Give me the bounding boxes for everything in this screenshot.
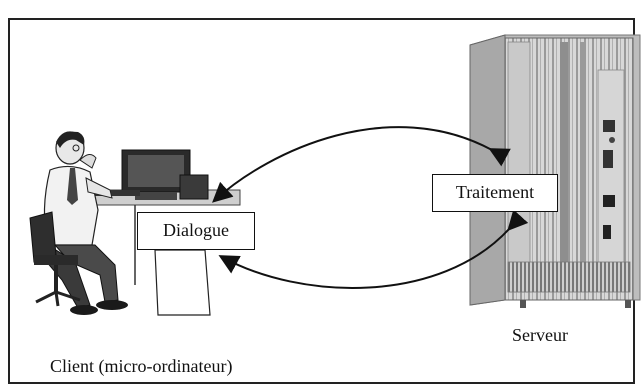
lower-arrow: [218, 209, 529, 289]
dialogue-label: Dialogue: [137, 212, 255, 250]
server-caption: Serveur: [512, 325, 568, 345]
traitement-label: Traitement: [432, 174, 558, 212]
person-at-computer-icon: [29, 131, 241, 316]
server-rack-icon: [469, 34, 641, 308]
upper-arrow: [212, 126, 511, 203]
client-caption: Client (micro-ordinateur): [50, 356, 233, 376]
